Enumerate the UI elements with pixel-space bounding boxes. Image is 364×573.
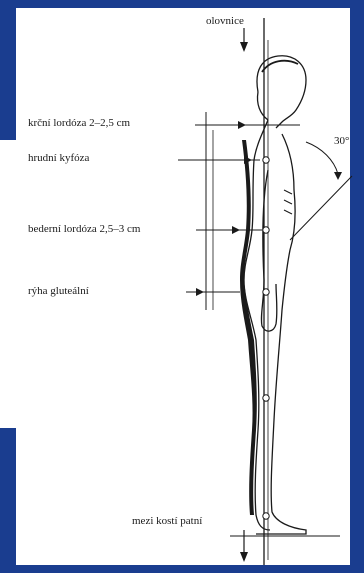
gluteal-fold-label: rýha gluteální bbox=[28, 285, 89, 297]
marker-gluteal-arrow bbox=[196, 288, 204, 296]
lumbar-lordosis-label: bederní lordóza 2,5–3 cm bbox=[28, 223, 141, 235]
joint-marker-knee bbox=[263, 395, 269, 401]
angle-arc-arrow bbox=[334, 172, 342, 180]
foot-reference-label: mezi kostí patní bbox=[132, 515, 202, 527]
angle-label: 30° bbox=[334, 135, 349, 147]
plumb-line-label: olovnice bbox=[206, 15, 244, 27]
plumb-arrow-head-bottom bbox=[240, 552, 248, 562]
angle-ray bbox=[290, 176, 352, 240]
marker-lumbar-arrow bbox=[232, 226, 240, 234]
joint-marker-ankle bbox=[263, 513, 269, 519]
thoracic-kyphosis-label: hrudní kyfóza bbox=[28, 152, 90, 164]
spine-shading bbox=[240, 140, 257, 515]
marker-cervical-arrow bbox=[238, 121, 246, 129]
joint-marker-shoulder bbox=[263, 157, 269, 163]
cervical-lordosis-label: krční lordóza 2–2,5 cm bbox=[28, 117, 130, 129]
joint-marker-hip bbox=[263, 227, 269, 233]
plumb-arrow-head-top bbox=[240, 42, 248, 52]
joint-marker-wrist bbox=[263, 289, 269, 295]
